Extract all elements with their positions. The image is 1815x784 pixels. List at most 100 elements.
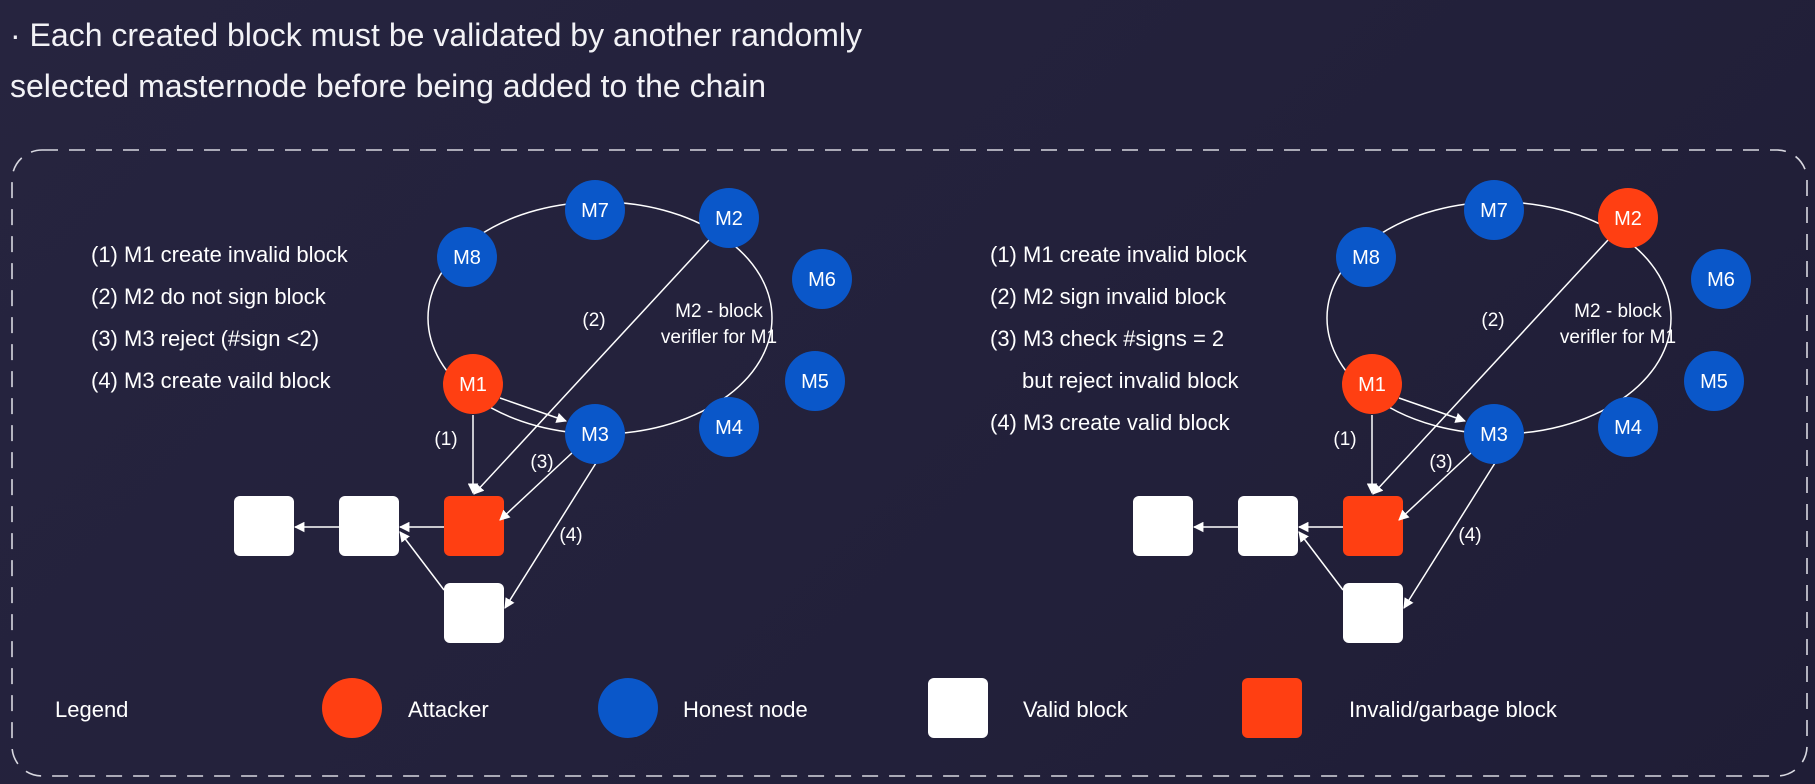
edge-label: (1) <box>1333 429 1356 450</box>
edge-label: (3) <box>530 452 553 473</box>
honest-node <box>565 180 625 240</box>
legend-item-label: Valid block <box>1023 697 1129 722</box>
edge-3 <box>499 451 574 521</box>
honest-node <box>1684 351 1744 411</box>
node-m7: M7 <box>565 180 625 240</box>
edge-label: (2) <box>582 310 605 331</box>
honest-node <box>1464 180 1524 240</box>
node-label: M7 <box>1480 200 1508 222</box>
edge-m1-m3 <box>499 397 567 423</box>
honest-node <box>699 397 759 457</box>
legend: Legend Attacker Honest node Valid block Inva… <box>55 678 1558 738</box>
node-m6: M6 <box>792 249 852 309</box>
step-text: (3) M3 reject (#sign <2) <box>91 326 319 351</box>
left-scenario: (1) M1 create invalid block (2) M2 do not… <box>91 180 852 643</box>
honest-node <box>1691 249 1751 309</box>
node-label: M1 <box>1358 374 1386 396</box>
legend-item-label: Invalid/garbage block <box>1349 697 1558 722</box>
edge-4 <box>504 462 597 609</box>
chain-link <box>1298 531 1344 591</box>
right-scenario: (1) M1 create invalid block (2) M2 sign i… <box>990 180 1751 643</box>
node-label: M8 <box>1352 247 1380 269</box>
honest-node <box>1598 397 1658 457</box>
edge-label: (1) <box>434 429 457 450</box>
honest-node <box>1336 227 1396 287</box>
node-m5: M5 <box>1684 351 1744 411</box>
node-m3: M3 <box>1464 404 1524 464</box>
node-label: M3 <box>581 424 609 446</box>
attacker-node <box>1342 354 1402 414</box>
edge-2 <box>1372 239 1609 495</box>
heading: · Each created block must be validated b… <box>10 10 862 112</box>
step-text: but reject invalid block <box>1022 368 1239 393</box>
node-m2: M2 <box>699 188 759 248</box>
legend-valid-block-swatch <box>928 678 988 738</box>
step-text: (4) M3 create valid block <box>990 410 1231 435</box>
step-text: (1) M1 create invalid block <box>990 242 1248 267</box>
edge-label: (4) <box>559 525 582 546</box>
edge-m1-m3 <box>1398 397 1466 423</box>
edge-label: (4) <box>1458 525 1481 546</box>
honest-node <box>437 227 497 287</box>
legend-honest-swatch <box>598 678 658 738</box>
node-m5: M5 <box>785 351 845 411</box>
node-label: M2 <box>715 208 743 230</box>
edge-4 <box>1403 462 1496 609</box>
node-label: M8 <box>453 247 481 269</box>
legend-item-label: Attacker <box>408 697 489 722</box>
legend-invalid-block-swatch <box>1242 678 1302 738</box>
node-m4: M4 <box>1598 397 1658 457</box>
steps-list: (1) M1 create invalid block (2) M2 sign i… <box>990 242 1248 435</box>
honest-node <box>565 404 625 464</box>
heading-line-2: selected masternode before being added t… <box>10 68 767 104</box>
legend-item-label: Honest node <box>683 697 808 722</box>
step-text: (2) M2 sign invalid block <box>990 284 1227 309</box>
honest-node <box>1464 404 1524 464</box>
node-m3: M3 <box>565 404 625 464</box>
step-text: (1) M1 create invalid block <box>91 242 349 267</box>
diagram-frame <box>11 149 1808 777</box>
node-label: M1 <box>459 374 487 396</box>
node-m2: M2 <box>1598 188 1658 248</box>
valid-block <box>444 583 504 643</box>
step-text: (4) M3 create vaild block <box>91 368 332 393</box>
node-label: M7 <box>581 200 609 222</box>
node-m7: M7 <box>1464 180 1524 240</box>
attacker-node <box>443 354 503 414</box>
node-label: M6 <box>808 269 836 291</box>
verifier-label: verifler for M1 <box>1560 327 1676 348</box>
step-text: (3) M3 check #signs = 2 <box>990 326 1224 351</box>
invalid-block <box>1343 496 1403 556</box>
step-text: (2) M2 do not sign block <box>91 284 327 309</box>
node-label: M5 <box>801 371 829 393</box>
edge-3 <box>1398 451 1473 521</box>
verifier-label: M2 - block <box>675 301 763 322</box>
valid-block <box>1343 583 1403 643</box>
valid-block <box>234 496 294 556</box>
node-m1: M1 <box>1342 354 1402 414</box>
node-label: M6 <box>1707 269 1735 291</box>
honest-node <box>699 188 759 248</box>
legend-title: Legend <box>55 697 128 722</box>
node-label: M5 <box>1700 371 1728 393</box>
chain-link <box>399 531 445 591</box>
attacker-node <box>1598 188 1658 248</box>
edge-label: (3) <box>1429 452 1452 473</box>
node-m6: M6 <box>1691 249 1751 309</box>
edge-2 <box>473 239 710 495</box>
edge-label: (2) <box>1481 310 1504 331</box>
valid-block <box>1238 496 1298 556</box>
node-m1: M1 <box>443 354 503 414</box>
honest-node <box>785 351 845 411</box>
honest-node <box>792 249 852 309</box>
node-m4: M4 <box>699 397 759 457</box>
invalid-block <box>444 496 504 556</box>
verifier-label: verifler for M1 <box>661 327 777 348</box>
legend-attacker-swatch <box>322 678 382 738</box>
node-label: M4 <box>715 417 743 439</box>
node-label: M4 <box>1614 417 1642 439</box>
valid-block <box>1133 496 1193 556</box>
verifier-label: M2 - block <box>1574 301 1662 322</box>
node-label: M2 <box>1614 208 1642 230</box>
